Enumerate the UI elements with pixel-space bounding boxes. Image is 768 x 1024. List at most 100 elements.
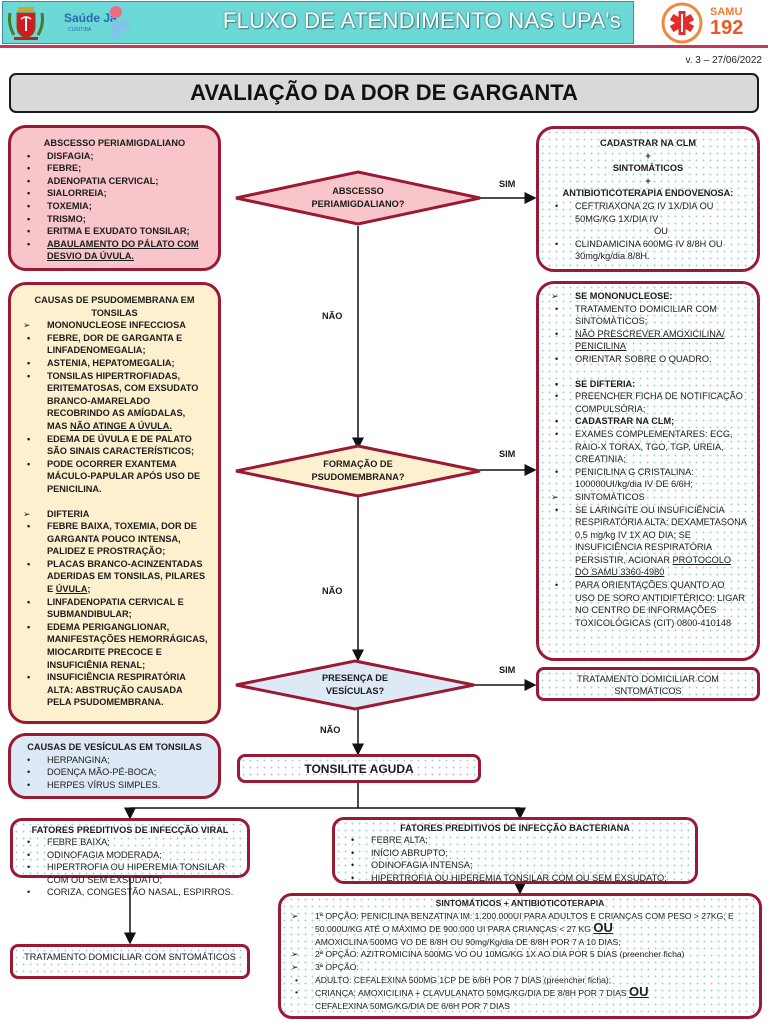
- label-yes-1: SIM: [499, 179, 516, 189]
- antibiotic-therapy-box: SINTOMÁTICOS + ANTIBIOTICOTERAPIA 1ª OPÇ…: [278, 893, 762, 1019]
- list-item: HIPERTROFIA OU HIPEREMIA TONSILAR COM OU…: [345, 872, 685, 885]
- list-item: FEBRE;: [21, 162, 208, 175]
- label-no-1: NÃO: [322, 311, 343, 321]
- list-item: NÃO PRESCREVER AMOXICILINA/ PENICILINA: [549, 328, 747, 353]
- pseudomembrana-title: CAUSAS DE PSUDOMEMBRANA EM TONSILAS: [34, 295, 195, 318]
- option-1: 1ª OPÇÃO: PENICILINA BENZATINA IM: 1.200…: [289, 910, 751, 949]
- section-mononucleose: MONONUCLEOSE INFECCIOSA: [21, 319, 208, 332]
- treatment-line: CADASTRAR NA CLM: [599, 138, 697, 148]
- list-item: SE LARINGITE OU INSUFICIÊNCIA RESPIRATÓR…: [549, 504, 747, 580]
- list-item: TRATAMENTO DOMICILIAR COM SINTOMÁTICOS;: [549, 303, 747, 328]
- option-3-child-text: CRIANÇA: AMOXICILINA + CLAVULANATO 50MG/…: [315, 988, 627, 999]
- list-item: EDEMA PERIGANGLIONAR, MANIFESTAÇÕES HEMO…: [21, 621, 208, 671]
- section-se-difteria: SE DIFTERIA:: [549, 378, 747, 391]
- plus-sign: +: [645, 175, 651, 186]
- header-accent-line: [0, 45, 768, 48]
- vesicle-treatment-box: TRATAMENTO DOMICILIAR COM SNTOMÁTICOS: [536, 667, 760, 701]
- header-background: [2, 1, 634, 44]
- label-yes-2: SIM: [499, 449, 516, 459]
- list-item: ODINOFAGIA INTENSA;: [345, 859, 685, 872]
- or-separator: OU: [593, 920, 613, 936]
- decision-pseudomembrana-line2: PSUDOMEMBRANA?: [311, 472, 405, 482]
- option-3: 3ª OPÇÃO:: [289, 961, 751, 974]
- decision-abscesso-line2: PERIAMIGDALIANO?: [311, 199, 405, 209]
- samu-number: 192: [710, 17, 744, 39]
- highlight-text: ÚVULA: [55, 584, 88, 595]
- antibiotic-title: SINTOMÁTICOS + ANTIBIOTICOTERAPIA: [435, 898, 605, 908]
- saude-logo-text: Saúde Já: [64, 11, 117, 25]
- abscesso-symptoms-box: ABSCESSO PERIAMIGDALIANO DISFAGIA; FEBRE…: [8, 125, 221, 271]
- or-separator: OU: [654, 226, 668, 237]
- treatment-line: ANTIBIOTICOTERAPIA ENDOVENOSA:: [562, 188, 734, 199]
- list-item: INSUFICIÊNCIA RESPIRATÓRIA ALTA: ABSTRUÇ…: [21, 671, 208, 709]
- tonsilite-aguda-box: TONSILITE AGUDA: [237, 754, 481, 783]
- list-item: FEBRE BAIXA;: [21, 836, 239, 849]
- list-item: HERPANGINA;: [21, 754, 208, 767]
- list-item: INÍCIO ABRUPTO;: [345, 847, 685, 860]
- list-item: HERPES VÍRUS SIMPLES.: [21, 779, 208, 792]
- viral-factors-box: FATORES PREDITIVOS DE INFECÇÃO VIRAL FEB…: [10, 818, 250, 899]
- list-item: SIALORREIA;: [21, 187, 208, 200]
- list-item: CLINDAMICINA 600MG IV 8/8H OU 30mg/kg/di…: [549, 238, 747, 263]
- option-1-text: 1ª OPÇÃO: PENICILINA BENZATINA IM: 1.200…: [315, 910, 734, 935]
- list-item: PARA ORIENTAÇÕES QUANTO AO USO DE SORO A…: [549, 579, 747, 629]
- option-1-alt: AMOXICLINA 500MG VO DE 8/8H OU 90mg/Kg/d…: [315, 936, 621, 947]
- list-item-text: PLACAS BRANCO-ACINZENTADAS ADERIDAS EM T…: [47, 558, 206, 595]
- samu-192-logo: SAMU 192: [660, 2, 760, 44]
- list-item: ABAULAMENTO DO PÁLATO COM DESVIO DA ÚVUL…: [21, 238, 208, 263]
- list-item: FEBRE, DOR DE GARGANTA E LINFADENOMEGALI…: [21, 332, 208, 357]
- list-item: DISFAGIA;: [21, 150, 208, 163]
- list-item: EDEMA DE ÚVULA E DE PALATO SÃO SINAIS CA…: [21, 433, 208, 458]
- header-title: FLUXO DE ATENDIMENTO NAS UPA's: [222, 8, 622, 33]
- saude-ja-logo: Saúde Já CURITIBA: [64, 4, 134, 42]
- spacer: [549, 366, 747, 378]
- decision-vesiculas-line1: PRESENÇA DE: [321, 673, 389, 683]
- list-item: PENICILINA G CRISTALINA: 100000UI/kg/dia…: [549, 466, 747, 491]
- plus-sign: +: [645, 150, 651, 161]
- bacterial-factors-box: FATORES PREDITIVOS DE INFECÇÃO BACTERIAN…: [332, 817, 698, 884]
- list-item: ASTENIA, HEPATOMEGALIA;: [21, 357, 208, 370]
- option-3-child-alt: CEFALEXINA 50MG/KG/DIA DE 6/6H POR 7 DIA…: [315, 1000, 510, 1011]
- option-3-adult: ADULTO: CEFALEXINA 500MG 1CP DE 6/6H POR…: [289, 974, 751, 987]
- treatment-line: SINTOMÁTICOS: [612, 163, 684, 174]
- list-item: TOXEMIA;: [21, 200, 208, 213]
- section-se-mononucleose: SE MONONUCLEOSE:: [549, 290, 747, 303]
- header-banner: Saúde Já CURITIBA FLUXO DE ATENDIMENTO N…: [0, 0, 768, 48]
- label-no-2: NÃO: [322, 586, 343, 596]
- section-sintomaticos: SINTOMÁTICOS: [549, 491, 747, 504]
- abscesso-treatment-box: CADASTRAR NA CLM + SINTOMÁTICOS + ANTIBI…: [536, 126, 760, 272]
- label-yes-3: SIM: [499, 665, 516, 675]
- list-item: TONSILAS HIPERTROFIADAS, ERITEMATOSAS, C…: [21, 370, 208, 433]
- spacer: [21, 496, 208, 508]
- pseudomembrana-treatment-box: SE MONONUCLEOSE: TRATAMENTO DOMICILIAR C…: [536, 281, 760, 661]
- list-item: FEBRE BAIXA, TOXEMIA, DOR DE GARGANTA PO…: [21, 520, 208, 558]
- list-item: CEFTRIAXONA 2G IV 1X/DIA OU 50MG/KG 1X/D…: [549, 200, 747, 225]
- list-item: EXAMES COMPLEMENTARES: ECG, RAIO-X TORAX…: [549, 428, 747, 466]
- list-item: ORIENTAR SOBRE O QUADRO.: [549, 353, 747, 366]
- list-item-text: TONSILAS HIPERTROFIADAS, ERITEMATOSAS, C…: [47, 370, 199, 431]
- list-item: CADASTRAR NA CLM;: [549, 415, 747, 428]
- list-item: PLACAS BRANCO-ACINZENTADAS ADERIDAS EM T…: [21, 558, 208, 596]
- viral-treatment-text: TRATAMENTO DOMICILIAR COM SNTOMÁTICOS: [24, 952, 236, 962]
- highlight-text: NÃO ATINGE A ÚVULA.: [69, 420, 172, 431]
- samu-protocol-link: PROTOCOLO DO SAMU 3360-4980: [575, 554, 732, 578]
- or-separator: OU: [629, 984, 649, 1000]
- section-difteria: DIFTERIA: [21, 508, 208, 521]
- list-item: ODINOFAGIA MODERADA;: [21, 849, 239, 862]
- list-item: DOENÇA MÃO-PÉ-BOCA;: [21, 766, 208, 779]
- label-no-3: NÃO: [320, 725, 341, 735]
- list-item: PREENCHER FICHA DE NOTIFICAÇÃO COMPULSÓR…: [549, 390, 747, 415]
- page-title: AVALIAÇÃO DA DOR DE GARGANTA: [9, 73, 759, 113]
- decision-vesiculas: PRESENÇA DE VESÍCULAS?: [234, 659, 476, 711]
- list-item: HIPERTROFIA OU HIPEREMIA TONSILAR COM OU…: [21, 861, 239, 886]
- list-item: ERITMA E EXUDATO TONSILAR;: [21, 225, 208, 238]
- curitiba-crest-icon: [6, 3, 46, 43]
- decision-abscesso-line1: ABSCESSO: [332, 186, 384, 196]
- decision-vesiculas-line2: VESÍCULAS?: [325, 686, 385, 696]
- punctuation: ;: [87, 584, 91, 595]
- list-item: PODE OCORRER EXANTEMA MÁCULO-PAPULAR APÓ…: [21, 458, 208, 496]
- vesicle-causes-title: CAUSAS DE VESÍCULAS EM TONSILAS: [27, 742, 202, 752]
- viral-factors-title: FATORES PREDITIVOS DE INFECÇÃO VIRAL: [31, 825, 229, 835]
- vesicle-causes-box: CAUSAS DE VESÍCULAS EM TONSILAS HERPANGI…: [8, 733, 221, 799]
